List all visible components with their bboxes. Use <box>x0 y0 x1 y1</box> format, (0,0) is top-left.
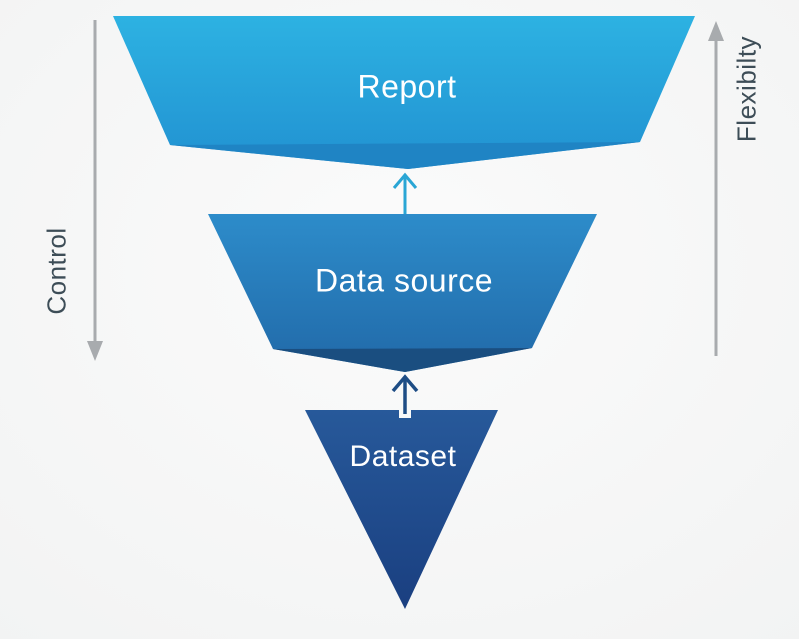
flexibility-axis-arrow <box>708 21 724 356</box>
dataset-shape <box>305 410 498 609</box>
report-fold <box>170 142 640 169</box>
arrow-up-icon <box>391 374 419 393</box>
report-shape <box>113 16 695 169</box>
control-axis-arrow <box>87 20 103 361</box>
arrow-down-icon <box>87 341 103 361</box>
report-layer-label: Report <box>357 68 457 105</box>
dataset-to-datasource-arrow <box>391 374 419 414</box>
datasource-shape <box>208 214 597 372</box>
datasource-fold <box>273 348 532 372</box>
arrow-up-icon <box>392 172 418 189</box>
datasource-to-report-arrow <box>392 172 418 214</box>
datasource-layer-label: Data source <box>314 262 494 299</box>
dataset-layer-label: Dataset <box>349 440 457 473</box>
arrow-up-icon <box>708 21 724 41</box>
control-axis-label: Control <box>41 227 72 315</box>
flexibility-axis-label: Flexibilty <box>731 35 762 143</box>
